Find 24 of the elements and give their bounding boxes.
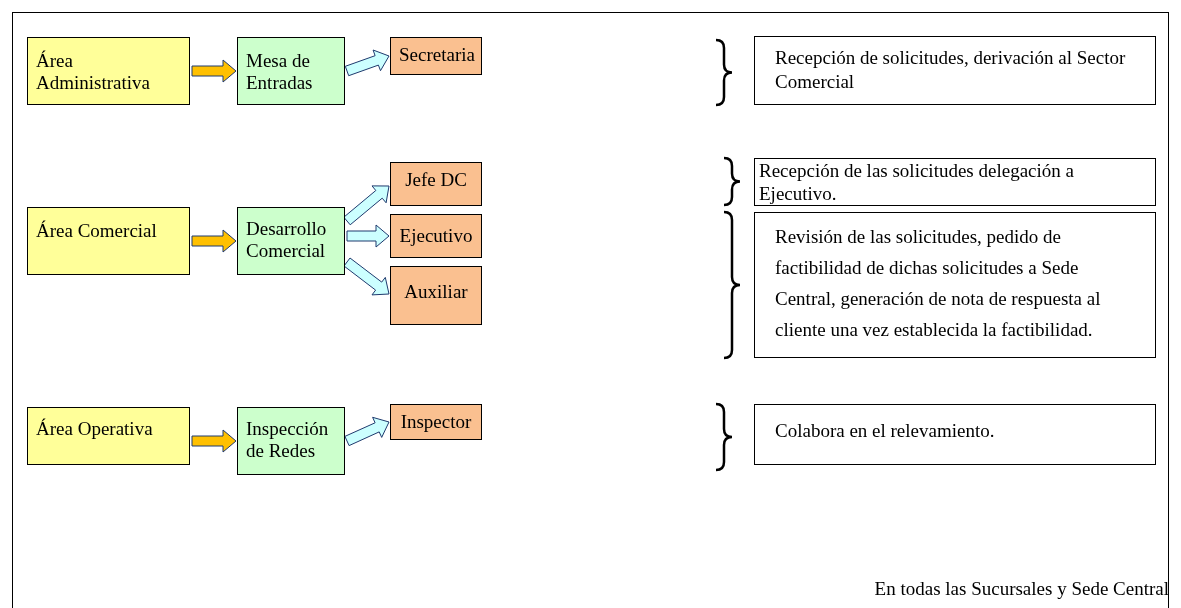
block-arrow [344, 416, 390, 447]
unit-box: Desarrollo Comercial [237, 207, 345, 275]
description-box: Revisión de las solicitudes, pedido de factibilidad de dichas solicitudes a Sede Central, generación de nota de respuesta al cliente una vez establecida la factibilidad. [754, 212, 1156, 358]
unit-box: Área Administrativa [27, 37, 190, 105]
block-arrow [191, 59, 237, 83]
block-arrow [191, 229, 237, 253]
unit-box: Mesa de Entradas [237, 37, 345, 105]
unit-box: Inspección de Redes [237, 407, 345, 475]
footnote: En todas las Sucursales y Sede Central [874, 578, 1169, 600]
block-arrow [191, 429, 237, 453]
block-arrow [343, 257, 390, 296]
unit-box: Área Comercial [27, 207, 190, 275]
description-box: Recepción de solicitudes, derivación al Sector Comercial [754, 36, 1156, 105]
unit-box: Área Operativa [27, 407, 190, 465]
block-arrow [344, 49, 390, 77]
unit-box: Jefe DC [390, 162, 482, 206]
unit-box: Auxiliar [390, 266, 482, 325]
unit-box: Inspector [390, 404, 482, 440]
block-arrow [346, 224, 390, 248]
description-box: Recepción de las solicitudes delegación a Ejecutivo. [754, 158, 1156, 206]
description-box: Colabora en el relevamiento. [754, 404, 1156, 465]
unit-box: Ejecutivo [390, 214, 482, 258]
block-arrow [343, 185, 390, 226]
unit-box: Secretaria [390, 37, 482, 75]
